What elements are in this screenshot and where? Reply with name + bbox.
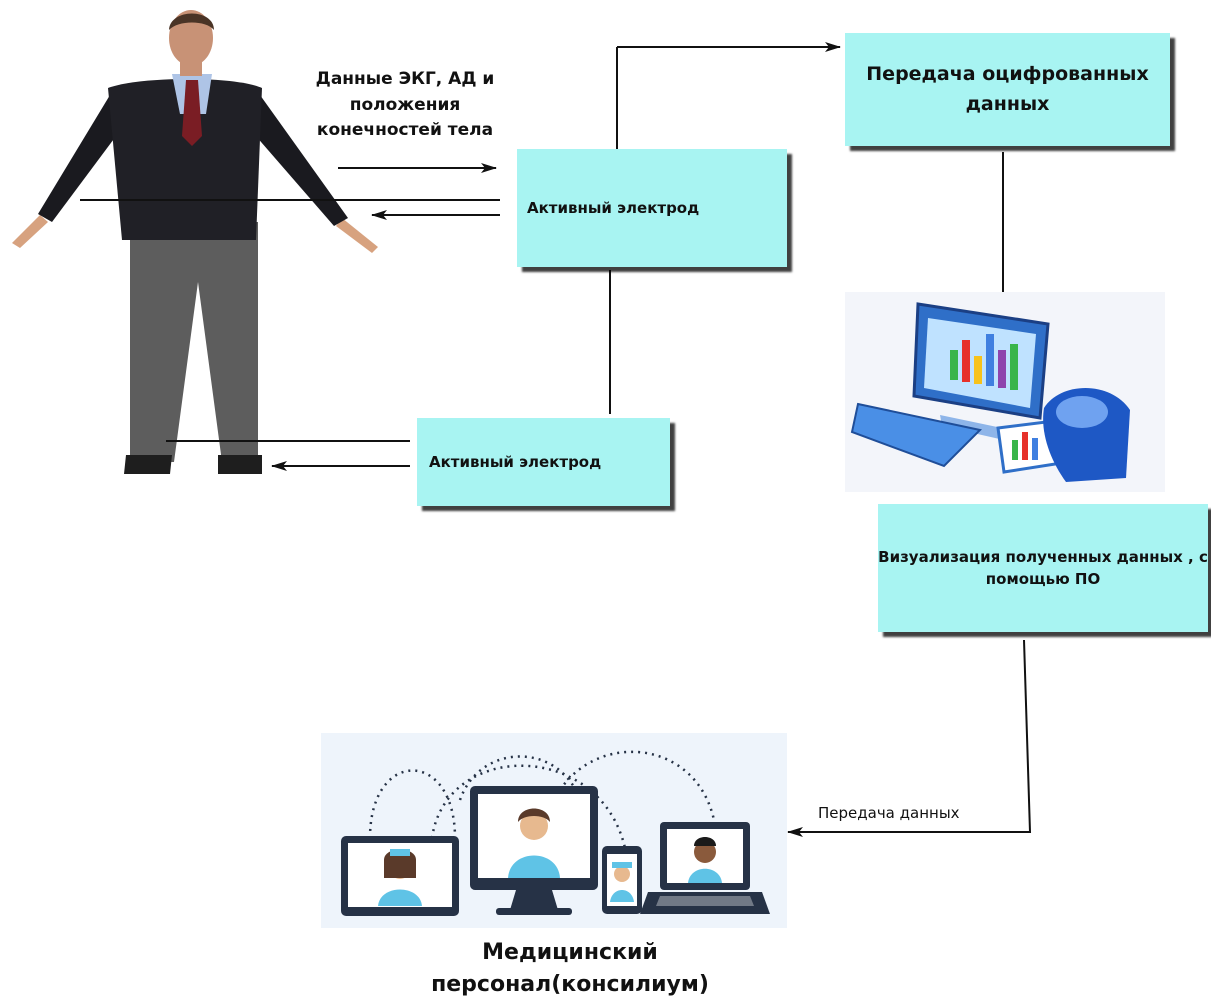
line-visual-to-staff <box>790 639 1032 833</box>
computer-workstation-icon <box>845 292 1165 492</box>
data-kinds-label: Данные ЭКГ, АД и положения конечностей т… <box>315 69 495 140</box>
digital-transfer-label: Передача оцифрованных данных <box>866 63 1149 115</box>
visualization-box: Визуализация полученных данных , с помощ… <box>878 504 1208 632</box>
connector-lines <box>80 42 1032 837</box>
active-electrode-top-box: Активный электрод <box>517 149 787 267</box>
visualization-label: Визуализация полученных данных , с помощ… <box>878 547 1208 589</box>
medical-staff-label: Медицинский персонал(консилиум) <box>431 940 709 997</box>
data-transfer-label: Передача данных <box>818 804 960 822</box>
telemedicine-consultation-icon <box>321 733 787 928</box>
digital-transfer-box: Передача оцифрованных данных <box>845 33 1170 146</box>
active-electrode-bottom-box: Активный электрод <box>417 418 670 506</box>
active-electrode-top-label: Активный электрод <box>527 199 700 217</box>
active-electrode-bottom-label: Активный электрод <box>429 453 602 471</box>
